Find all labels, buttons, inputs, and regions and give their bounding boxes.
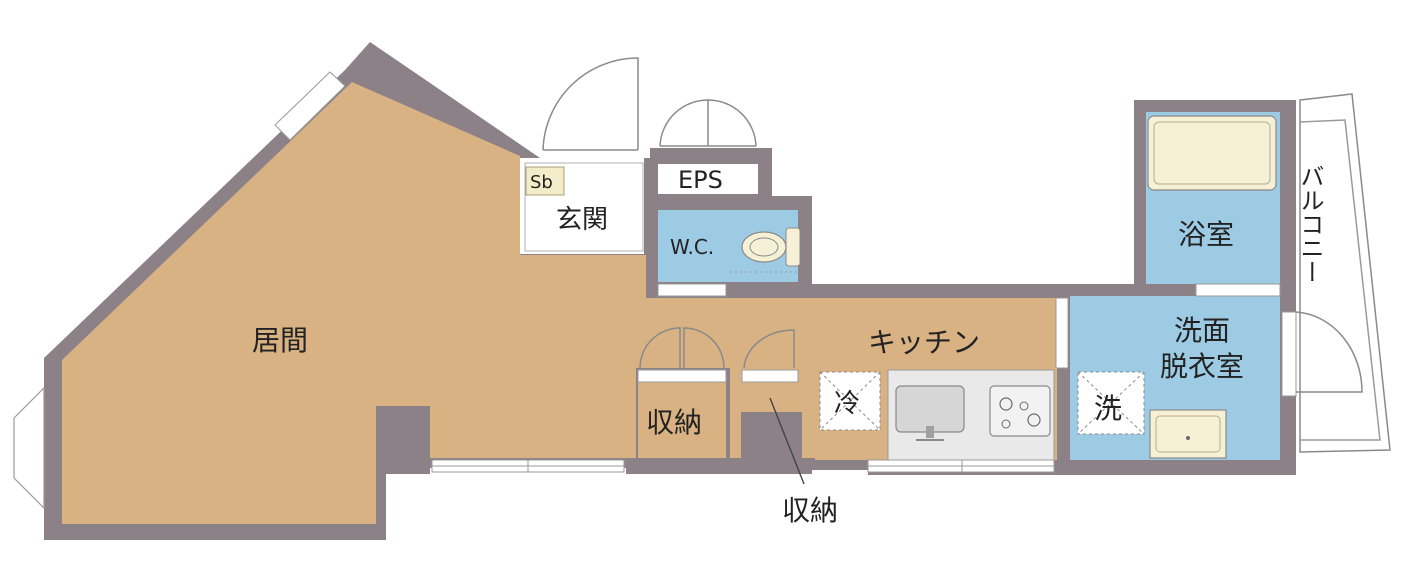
storage-left	[637, 327, 727, 458]
kitchen-label: キッチン	[868, 326, 980, 359]
storage-left-label: 収納	[646, 406, 702, 439]
bathtub	[1147, 115, 1277, 191]
washroom-label-line1: 洗面	[1174, 314, 1230, 347]
eps-area	[658, 99, 758, 194]
living-windows	[13, 71, 625, 510]
toilet-icon	[741, 227, 801, 267]
living-room-floor	[62, 82, 1056, 524]
stove-icon	[989, 385, 1051, 437]
eps-label: EPS	[678, 166, 723, 194]
balcony-label: バルコニー	[1296, 164, 1324, 284]
fridge-space	[819, 371, 881, 431]
washroom-label-line2: 脱衣室	[1160, 350, 1244, 383]
wc-room	[657, 210, 801, 297]
shoe-box	[525, 166, 565, 196]
kitchen-area	[815, 368, 1057, 473]
entrance-label: 玄関	[556, 205, 608, 235]
storage-callout-label: 収納	[782, 494, 838, 527]
shoe-box-label: Sb	[530, 172, 553, 193]
bath-label: 浴室	[1178, 218, 1234, 251]
balcony-area	[1299, 93, 1391, 453]
washer-label: 洗	[1094, 392, 1122, 425]
entrance-door-swing	[542, 57, 639, 151]
storage-small	[741, 329, 805, 485]
bathroom	[1146, 112, 1280, 284]
washer-space	[1077, 371, 1145, 435]
living-room-label: 居間	[252, 324, 308, 357]
wc-label: W.C.	[670, 235, 714, 259]
storage-callout-leader	[769, 397, 805, 485]
fridge-label: 冷	[834, 389, 860, 419]
washroom	[1055, 283, 1363, 460]
entrance-area	[520, 57, 644, 254]
sink-icon	[895, 385, 965, 441]
wash-basin-icon	[1149, 409, 1227, 459]
